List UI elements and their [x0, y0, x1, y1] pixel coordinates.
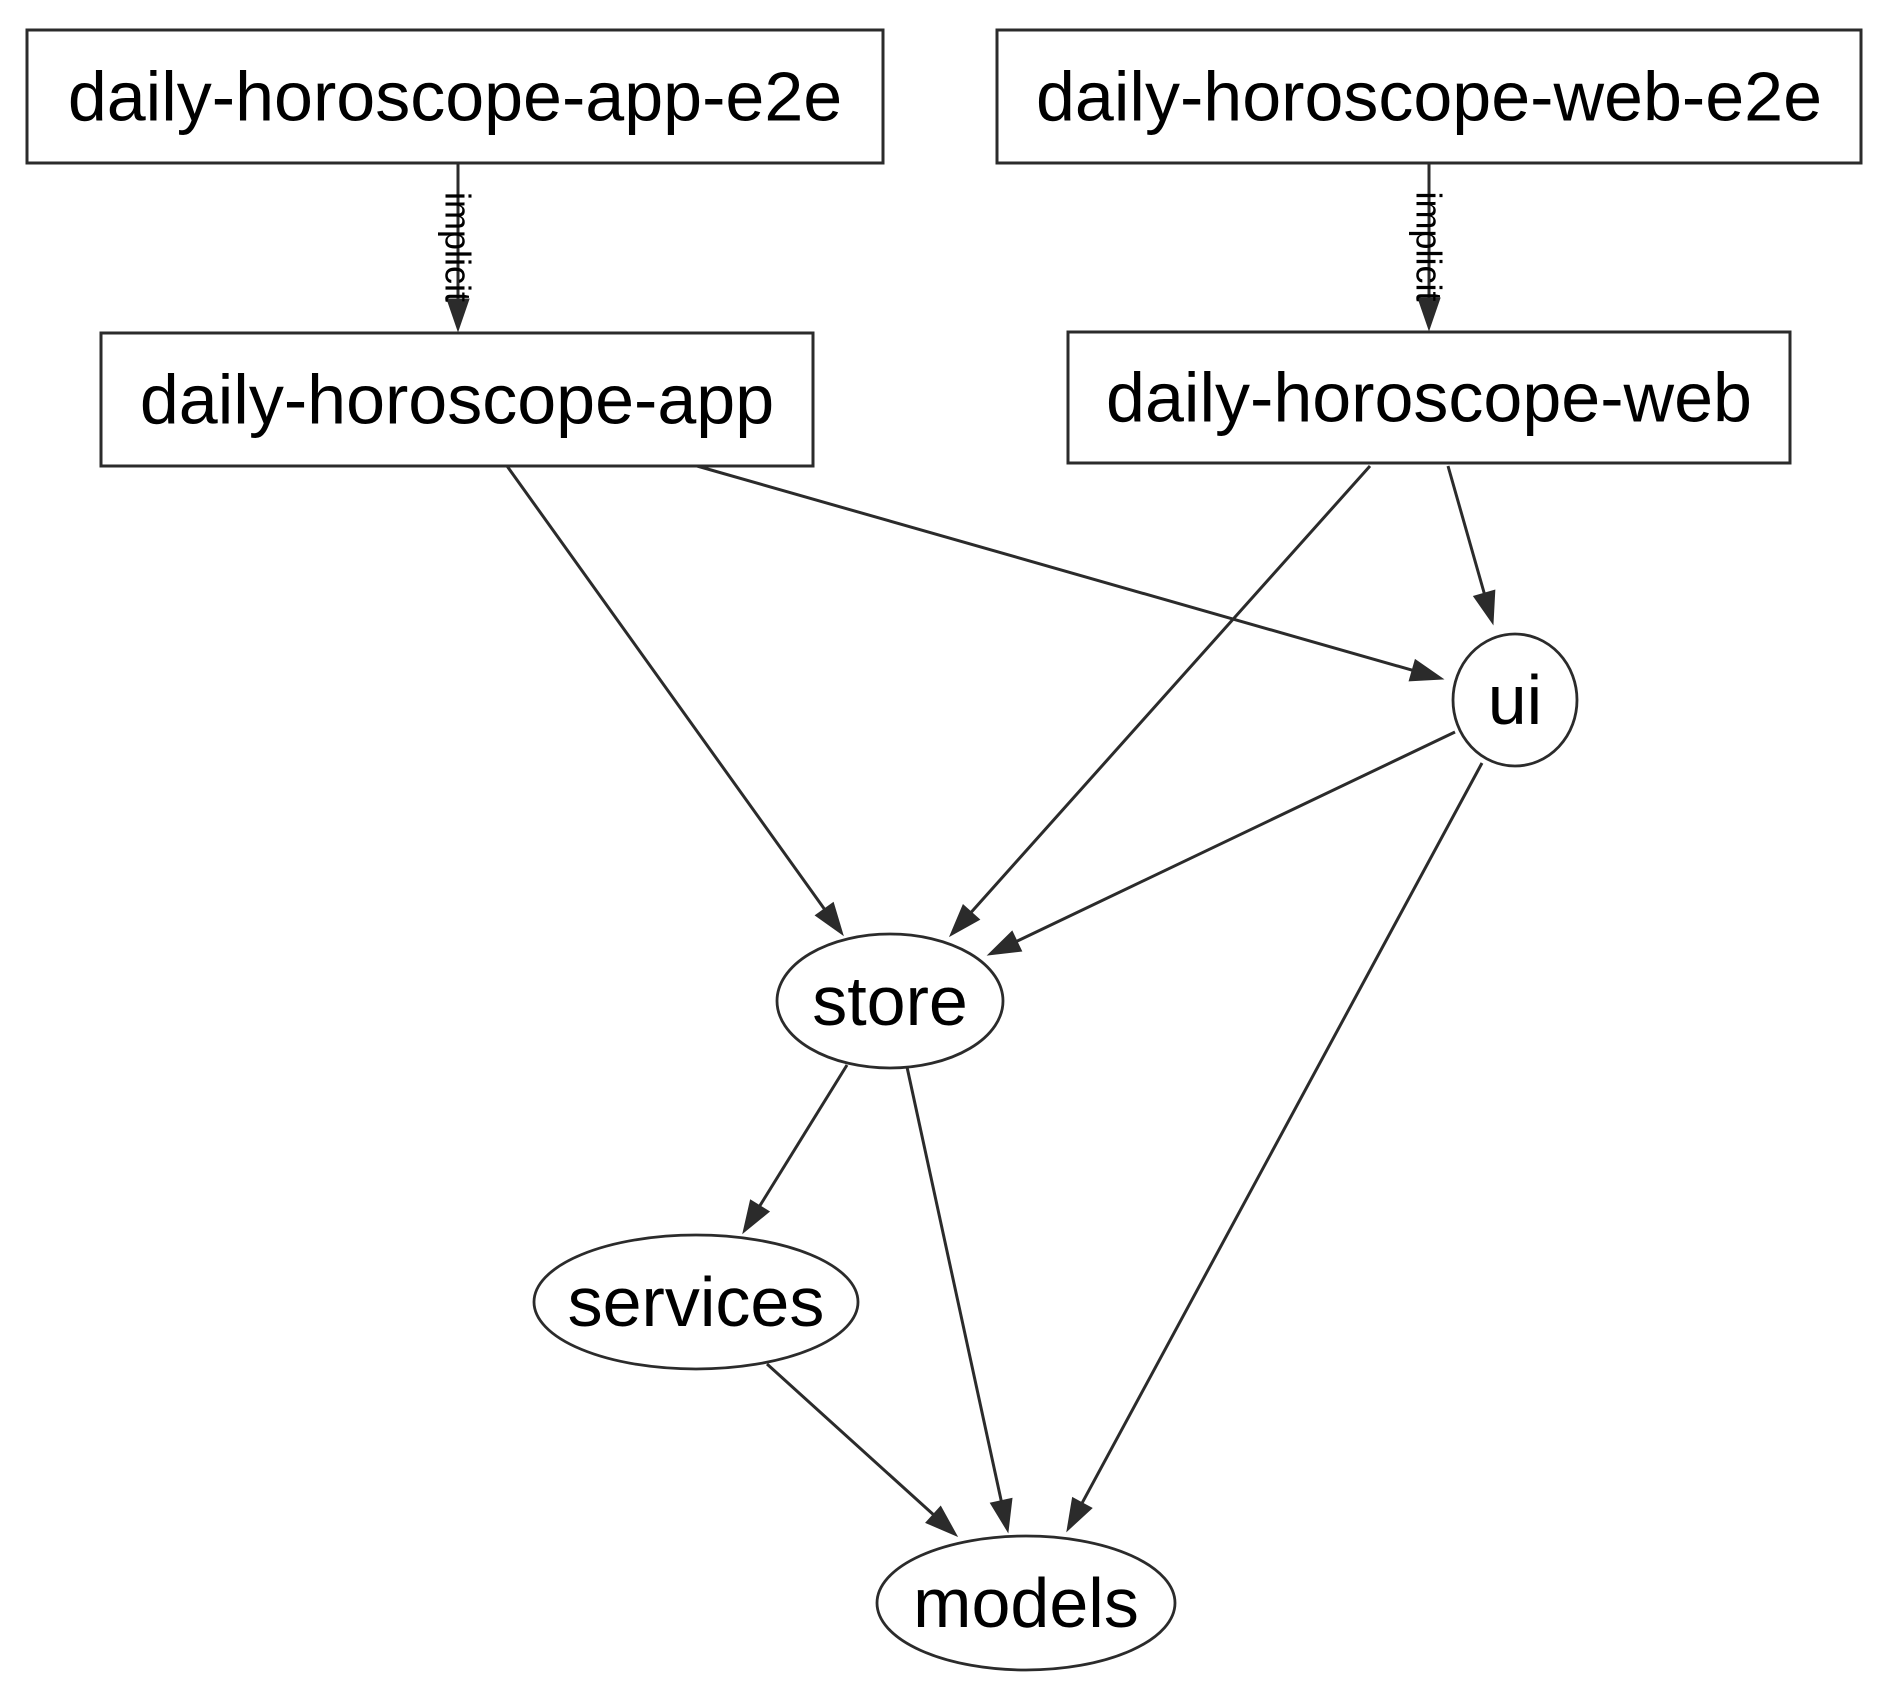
arrowhead-icon	[986, 930, 1023, 956]
edge-line	[1080, 762, 1484, 1504]
edge-line	[505, 465, 826, 910]
node-models-shape	[875, 1534, 1177, 1672]
arrowhead-icon	[925, 1505, 959, 1538]
node-daily-horoscope-app-e2e-label: daily-horoscope-app-e2e	[68, 58, 842, 136]
node-ui-label: ui	[1488, 661, 1542, 739]
node-daily-horoscope-web-label: daily-horoscope-web	[1106, 359, 1752, 437]
edge-line	[758, 1064, 849, 1207]
node-store-shape	[775, 932, 1005, 1070]
node-daily-horoscope-web-e2e-label: daily-horoscope-web-e2e	[1036, 58, 1822, 136]
edge-label-implicit: implicit	[1409, 191, 1450, 301]
node-daily-horoscope-web-shape	[1066, 330, 1792, 465]
edge-daily-horoscope-app-e2e-to-daily-horoscope-app: implicit	[438, 163, 479, 333]
edge-daily-horoscope-app-to-store	[505, 465, 844, 937]
edge-daily-horoscope-web-e2e-to-daily-horoscope-web: implicit	[1409, 163, 1450, 332]
arrowhead-icon	[989, 1497, 1013, 1534]
node-daily-horoscope-web-e2e-shape	[995, 28, 1863, 165]
node-services-shape	[532, 1233, 860, 1371]
arrowhead-icon	[1417, 297, 1441, 332]
edge-line	[1446, 465, 1486, 594]
arrowhead-icon	[1408, 658, 1445, 682]
node-daily-horoscope-web: daily-horoscope-web	[1066, 330, 1792, 465]
edge-layer: implicit implicit	[438, 163, 1496, 1538]
edge-line	[970, 465, 1372, 914]
arrowhead-icon	[948, 903, 981, 938]
node-models: models	[875, 1534, 1177, 1672]
node-store-label: store	[812, 962, 968, 1040]
edge-services-to-models	[765, 1362, 959, 1538]
node-services: services	[532, 1233, 860, 1371]
edge-store-to-models	[905, 1066, 1013, 1534]
edge-store-to-services	[742, 1064, 849, 1235]
arrowhead-icon	[814, 901, 844, 937]
arrowhead-icon	[742, 1199, 771, 1235]
node-models-label: models	[913, 1564, 1139, 1642]
edge-daily-horoscope-web-to-ui	[1446, 465, 1496, 626]
edge-daily-horoscope-app-to-ui	[696, 464, 1445, 682]
edge-label-implicit: implicit	[438, 192, 479, 302]
node-daily-horoscope-app-shape	[99, 331, 815, 468]
node-services-label: services	[568, 1263, 825, 1341]
edge-line	[765, 1362, 935, 1516]
edge-ui-to-store	[986, 730, 1456, 956]
node-ui: ui	[1451, 632, 1579, 768]
edge-daily-horoscope-web-to-store	[948, 465, 1372, 938]
node-daily-horoscope-app-e2e-shape	[25, 28, 885, 165]
node-daily-horoscope-app: daily-horoscope-app	[99, 331, 815, 468]
arrowhead-icon	[1472, 589, 1496, 626]
node-daily-horoscope-app-label: daily-horoscope-app	[140, 361, 774, 439]
node-layer: daily-horoscope-app-e2e daily-horoscope-w…	[25, 28, 1863, 1672]
edge-ui-to-models	[1066, 762, 1484, 1533]
node-daily-horoscope-app-e2e: daily-horoscope-app-e2e	[25, 28, 885, 165]
edge-line	[696, 464, 1413, 672]
node-store: store	[775, 932, 1005, 1070]
arrowhead-icon	[446, 298, 470, 333]
edge-line	[905, 1066, 1003, 1502]
arrowhead-icon	[1066, 1496, 1093, 1533]
edge-line	[1016, 730, 1456, 943]
node-daily-horoscope-web-e2e: daily-horoscope-web-e2e	[995, 28, 1863, 165]
node-ui-shape	[1451, 632, 1579, 768]
